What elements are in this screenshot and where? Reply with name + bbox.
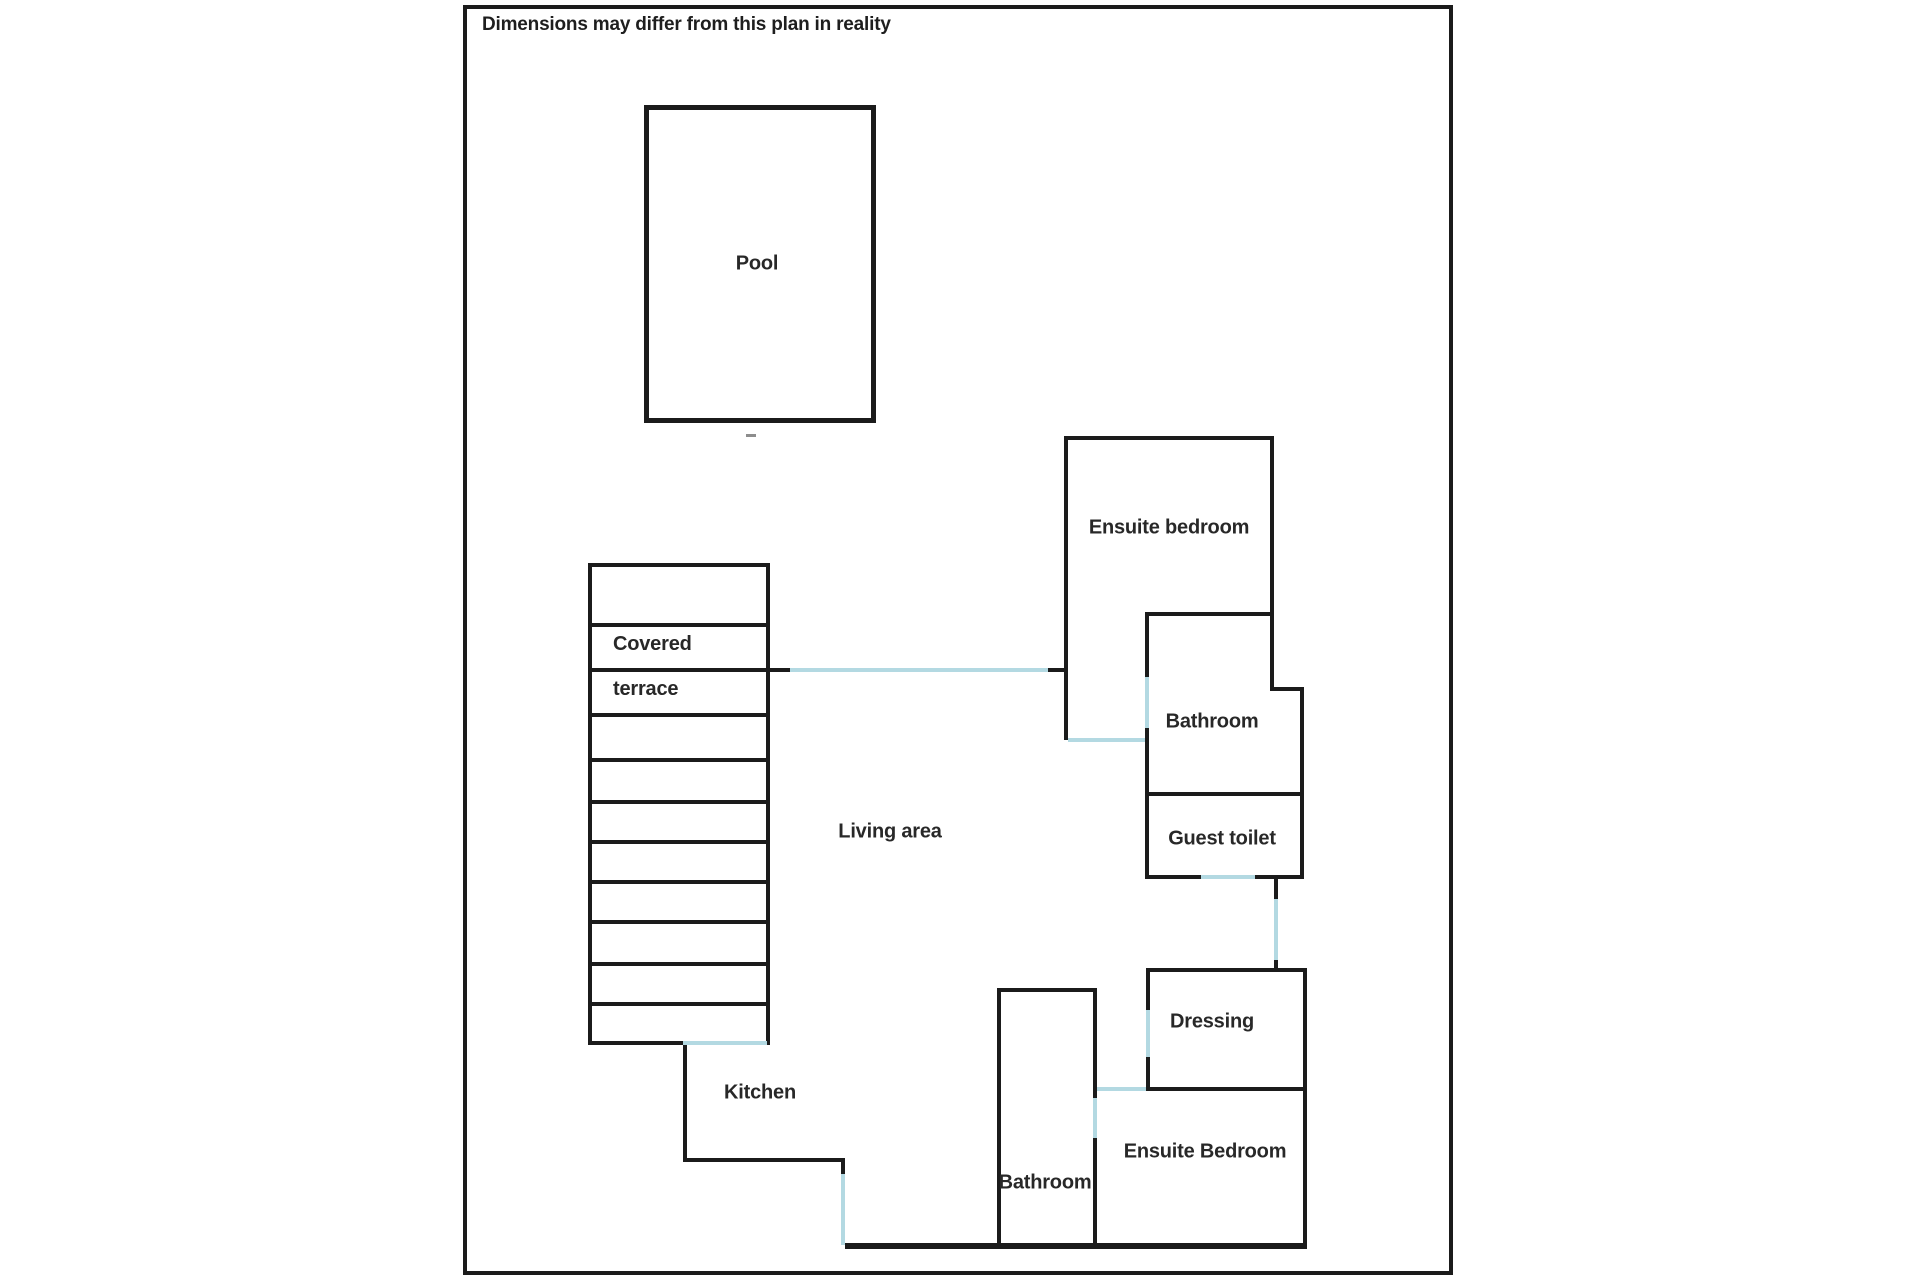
guest-toilet-wall-bottom-left: [1145, 875, 1201, 879]
bathroom-top-wall-step: [1270, 687, 1304, 691]
kitchen-glass-opening: [841, 1174, 845, 1245]
ensuite-bathroom-opening: [1068, 738, 1145, 742]
dressing-door-opening: [1146, 1010, 1150, 1057]
pool-room: [644, 105, 876, 423]
terrace-door-opening: [683, 1041, 767, 1045]
dressing-wall-left-b: [1146, 1057, 1150, 1091]
kitchen-wall-bottom: [683, 1158, 845, 1162]
kitchen-label: Kitchen: [724, 1081, 796, 1104]
connector-wall-stub-top: [1274, 879, 1278, 899]
terrace-slat: [592, 758, 766, 762]
bathroom-bottom-wall-left: [997, 988, 1001, 1249]
terrace-slat: [592, 920, 766, 924]
wall-stub: [1048, 668, 1064, 672]
ensuite-bottom-top-opening: [1097, 1087, 1146, 1091]
kitchen-wall-stub: [841, 1158, 845, 1174]
dressing-wall-bottom: [1146, 1087, 1307, 1091]
bathroom-top-wall-top: [1145, 612, 1274, 616]
terrace-slat: [592, 668, 766, 672]
kitchen-wall-left: [683, 1045, 687, 1162]
ensuite-top-wall-left: [1064, 436, 1068, 740]
bathroom-top-door-opening: [1145, 677, 1149, 728]
guest-toilet-door-opening: [1201, 875, 1255, 879]
guest-toilet-wall-bottom-right: [1255, 875, 1304, 879]
bathroom-top-wall-right: [1300, 687, 1304, 879]
covered-terrace-label-line2: terrace: [613, 678, 679, 700]
guest-toilet-label: Guest toilet: [1168, 827, 1276, 850]
bathroom-bottom-wall-right-a: [1093, 988, 1097, 1098]
bathroom-top-wall-bottom: [1145, 792, 1304, 796]
ensuite-bedroom-bottom-label: Ensuite Bedroom: [1123, 1140, 1287, 1163]
connector-wall-stub-bottom: [1274, 960, 1278, 970]
terrace-slat: [592, 713, 766, 717]
terrace-slat: [592, 623, 766, 627]
bathroom-bottom-wall-top: [997, 988, 1097, 992]
bathroom-top-label: Bathroom: [1165, 710, 1259, 733]
terrace-slat: [592, 1002, 766, 1006]
covered-terrace-room: [588, 563, 770, 1045]
bathroom-top-wall-left-b: [1145, 728, 1149, 879]
terrace-slat: [592, 962, 766, 966]
covered-terrace-label-line1: Covered: [613, 633, 692, 655]
bathroom-bottom-label: Bathroom: [998, 1171, 1092, 1194]
dressing-label: Dressing: [1170, 1010, 1254, 1033]
pool-label: Pool: [735, 252, 779, 275]
terrace-slat: [592, 800, 766, 804]
wall-stub: [770, 668, 790, 672]
ensuite-bedroom-top-label: Ensuite bedroom: [1088, 516, 1250, 539]
dressing-wall-left-a: [1146, 968, 1150, 1010]
bathroom-bottom-wall-right-b: [1093, 1138, 1097, 1249]
ensuite-top-wall-right: [1270, 436, 1274, 691]
disclaimer-text: Dimensions may differ from this plan in …: [482, 14, 891, 35]
terrace-slat: [592, 880, 766, 884]
dressing-wall-right: [1303, 968, 1307, 1249]
dressing-wall-top: [1146, 968, 1307, 972]
living-area-glass-opening: [790, 668, 1048, 672]
bathroom-top-wall-left-a: [1145, 612, 1149, 677]
living-area-label: Living area: [838, 820, 942, 843]
south-wall: [845, 1243, 1307, 1249]
hallway-glass-opening: [1274, 899, 1278, 960]
terrace-slat: [592, 840, 766, 844]
bathroom-bottom-door-opening: [1093, 1098, 1097, 1138]
ensuite-top-wall-top: [1064, 436, 1274, 440]
pool-mark: [746, 434, 756, 437]
